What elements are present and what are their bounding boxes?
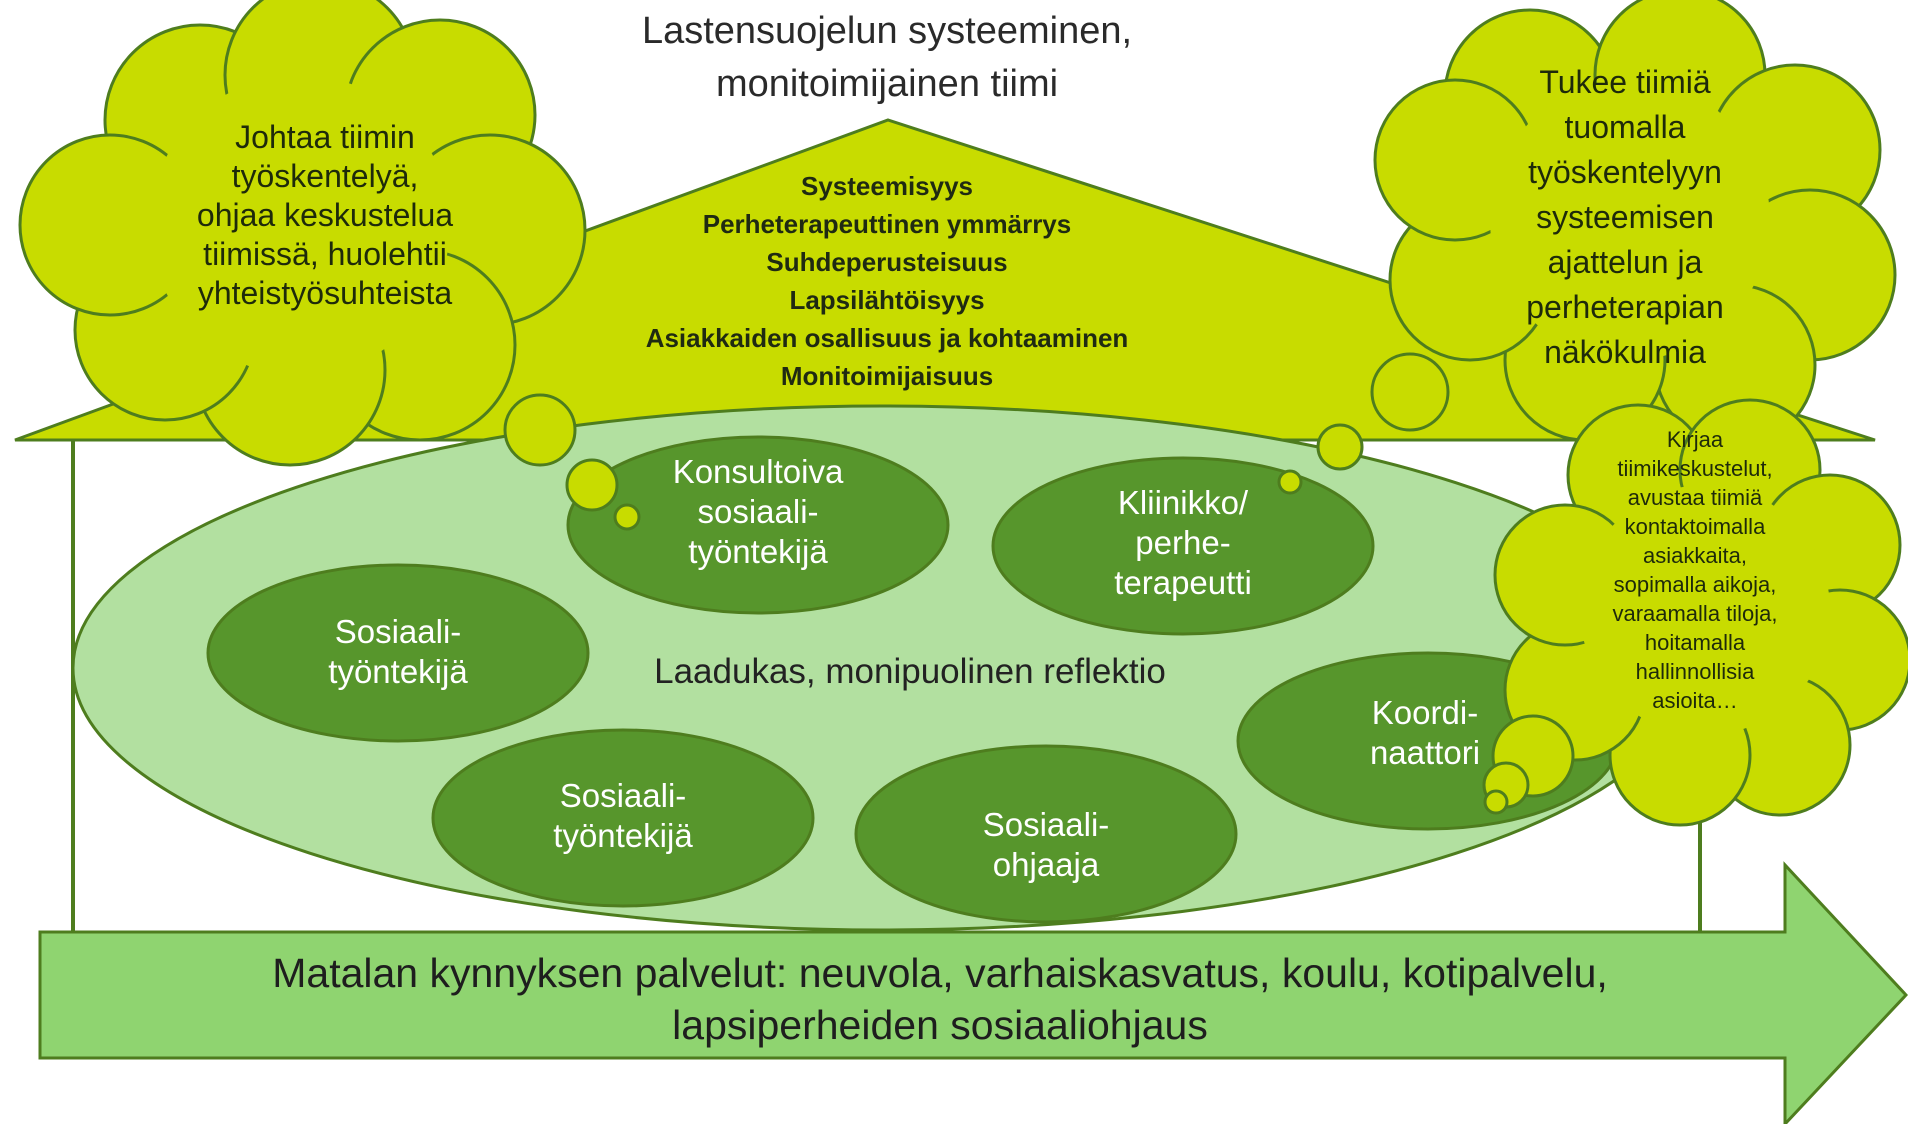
roof-item: Lapsilähtöisyys: [789, 285, 985, 315]
role-line: Konsultoiva: [672, 453, 844, 490]
role-coordinator: Koordi- naattori: [1265, 693, 1585, 773]
role-line: ohjaaja: [992, 846, 1100, 883]
cloud-line: tiimikeskustelut,: [1617, 456, 1773, 481]
role-clinician: Kliinikko/ perhe- terapeutti: [1023, 483, 1343, 603]
social-worker-1-ellipse: [206, 563, 590, 743]
role-line: Koordi-: [1371, 694, 1479, 731]
cloud-line: ajattelun ja: [1547, 244, 1703, 280]
services-arrow: [38, 861, 1908, 1124]
roof-item: Systeemisyys: [800, 171, 974, 201]
coordinator-cloud-text: Kirjaa tiimikeskustelut, avustaa tiimiä …: [1575, 425, 1815, 715]
right-cloud-bubbles: [1277, 352, 1450, 495]
role-social-worker-1: Sosiaali- työntekijä: [238, 612, 558, 692]
cloud-line: tiimissä, huolehtii: [203, 236, 447, 272]
role-line: perhe-: [1135, 524, 1231, 561]
cloud-line: ohjaa keskustelua: [196, 197, 454, 233]
role-line: työntekijä: [328, 653, 468, 690]
diagram-title-line-1: Lastensuojelun systeeminen,: [641, 10, 1133, 52]
cloud-line: hoitamalla: [1644, 630, 1746, 655]
reflection-label: Laadukas, monipuolinen reflektio: [654, 652, 1166, 691]
cloud-line: Johtaa tiimin: [235, 119, 415, 155]
left-cloud-text: Johtaa tiimin työskentelyä, ohjaa keskus…: [160, 118, 490, 313]
roof-item: Perheterapeuttinen ymmärrys: [702, 209, 1072, 239]
cloud-line: sopimalla aikoja,: [1613, 572, 1777, 597]
role-consultant: Konsultoiva sosiaali- työntekijä: [598, 452, 918, 572]
roof-item: Monitoimijaisuus: [780, 361, 994, 391]
role-line: Kliinikko/: [1117, 484, 1249, 521]
cloud-line: systeemisen: [1536, 199, 1714, 235]
cloud-line: Tukee tiimiä: [1539, 64, 1711, 100]
coordinator-cloud: [1493, 398, 1908, 827]
role-line: terapeutti: [1114, 564, 1252, 601]
diagram-title-line-2: monitoimijainen tiimi: [715, 63, 1059, 105]
cloud-line: asiakkaita,: [1643, 543, 1747, 568]
cloud-line: Kirjaa: [1666, 427, 1724, 452]
right-cloud-text: Tukee tiimiä tuomalla työskentelyyn syst…: [1480, 60, 1770, 375]
role-line: naattori: [1369, 734, 1481, 771]
role-social-worker-2: Sosiaali- työntekijä: [463, 776, 783, 856]
cloud-line: näkökulmia: [1544, 334, 1706, 370]
role-line: työntekijä: [688, 533, 828, 570]
roof-item: Suhdeperusteisuus: [766, 247, 1008, 277]
social-worker-2-ellipse: [431, 728, 815, 908]
role-line: Sosiaali-: [334, 613, 462, 650]
arrow-text-line-1: Matalan kynnyksen palvelut: neuvola, var…: [272, 950, 1608, 996]
cloud-line: hallinnollisia: [1635, 659, 1755, 684]
left-cloud: [18, 0, 587, 467]
cloud-line: kontaktoimalla: [1624, 514, 1766, 539]
cloud-line: työskentelyyn: [1528, 154, 1722, 190]
cloud-line: avustaa tiimiä: [1627, 485, 1763, 510]
cloud-line: asioita…: [1652, 688, 1738, 713]
social-counsellor-ellipse: [854, 744, 1238, 924]
cloud-line: varaamalla tiloja,: [1612, 601, 1778, 626]
role-social-counsellor: Sosiaali- ohjaaja: [886, 805, 1206, 885]
consultant-ellipse: [566, 435, 950, 615]
role-line: työntekijä: [553, 817, 693, 854]
cloud-line: tuomalla: [1564, 109, 1686, 145]
role-line: Sosiaali-: [559, 777, 687, 814]
left-cloud-bubbles: [503, 393, 641, 531]
role-line: sosiaali-: [697, 493, 819, 530]
coordinator-cloud-bubbles: [1482, 714, 1575, 815]
clinician-ellipse: [991, 456, 1375, 636]
cloud-line: työskentelyä,: [231, 158, 419, 194]
arrow-text-line-2: lapsiperheiden sosiaaliohjaus: [672, 1002, 1208, 1048]
roof-item: Asiakkaiden osallisuus ja kohtaaminen: [645, 323, 1129, 353]
cloud-line: yhteistyösuhteista: [197, 275, 453, 311]
cloud-line: perheterapian: [1526, 289, 1724, 325]
role-line: Sosiaali-: [982, 806, 1110, 843]
